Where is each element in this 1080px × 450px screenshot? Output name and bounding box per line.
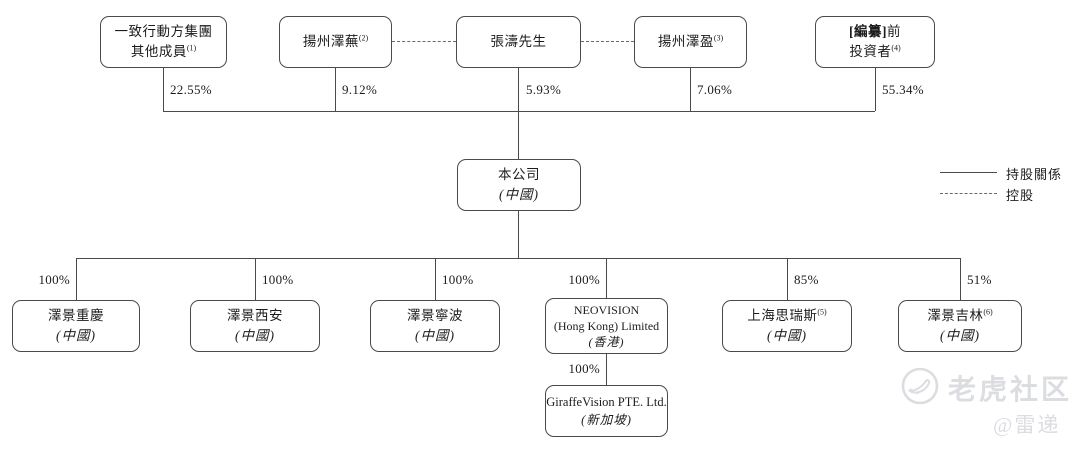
legend-dashed-line xyxy=(940,193,997,194)
top-bus-line xyxy=(163,111,875,112)
node-company: 本公司 (中國) xyxy=(457,159,581,211)
legend-solid-label: 持股關係 xyxy=(1006,167,1063,182)
ownership-line-giraffevision xyxy=(606,354,607,385)
percent-label-concert-party: 22.55% xyxy=(170,82,212,97)
node-zejing-chongqing: 澤景重慶 (中國) xyxy=(12,300,140,352)
node-mr-zhang-tao: 張濤先生 xyxy=(456,16,581,68)
ownership-line-parent-2 xyxy=(335,68,336,111)
ownership-line-parent-4 xyxy=(690,68,691,111)
ownership-line-parent-1 xyxy=(163,68,164,111)
percent-label-neovision: 100% xyxy=(568,272,600,287)
node-giraffevision: GiraffeVision PTE. Ltd. (新加坡) xyxy=(545,385,668,437)
percent-label-siruisi: 85% xyxy=(794,272,819,287)
percent-label-zeying: 7.06% xyxy=(697,82,733,97)
watermark-brand: 老虎社区 xyxy=(948,375,1073,406)
legend-solid-line xyxy=(940,172,997,173)
tiger-logo-icon xyxy=(901,367,939,405)
company-to-bus-line xyxy=(518,211,519,258)
ownership-line-parent-3 xyxy=(518,68,519,111)
percent-label-jilin: 51% xyxy=(967,272,992,287)
percent-label-zewu: 9.12% xyxy=(342,82,378,97)
ownership-line-sub-3 xyxy=(435,258,436,300)
dashed-control-line-zewu-zhangtao xyxy=(392,41,456,42)
bottom-bus-line xyxy=(76,258,960,259)
ownership-line-sub-4 xyxy=(606,258,607,298)
dashed-control-line-zhangtao-zeying xyxy=(581,41,634,42)
ownership-line-sub-2 xyxy=(255,258,256,300)
legend-dashed-label: 控股 xyxy=(1006,188,1035,203)
watermark-handle: @雷递 xyxy=(993,413,1061,437)
percent-label-xian: 100% xyxy=(262,272,294,287)
ownership-line-sub-1 xyxy=(76,258,77,300)
node-shanghai-siruisi: 上海思瑞斯(5) (中國) xyxy=(722,300,852,352)
node-yangzhou-zeying: 揚州澤盈(3) xyxy=(634,16,747,68)
percent-label-chongqing: 100% xyxy=(38,272,70,287)
node-zejing-xian: 澤景西安 (中國) xyxy=(190,300,320,352)
ownership-line-parent-5 xyxy=(875,68,876,111)
node-zejing-jilin: 澤景吉林(6) (中國) xyxy=(898,300,1022,352)
percent-label-zhangtao: 5.93% xyxy=(526,82,562,97)
bus-to-company-line xyxy=(518,111,519,159)
ownership-line-sub-5 xyxy=(787,258,788,300)
node-pre-investors: [編纂]前 投資者(4) xyxy=(815,16,935,68)
percent-label-pre-investors: 55.34% xyxy=(882,82,924,97)
node-neovision-hk: NEOVISION (Hong Kong) Limited (香港) xyxy=(545,298,668,354)
node-concert-party-group: 一致行動方集團 其他成員(1) xyxy=(100,16,227,68)
percent-label-ningbo: 100% xyxy=(442,272,474,287)
ownership-line-sub-6 xyxy=(960,258,961,300)
percent-label-giraffevision: 100% xyxy=(568,361,600,376)
node-zejing-ningbo: 澤景寧波 (中國) xyxy=(370,300,500,352)
node-yangzhou-zewu: 揚州澤蕪(2) xyxy=(279,16,392,68)
